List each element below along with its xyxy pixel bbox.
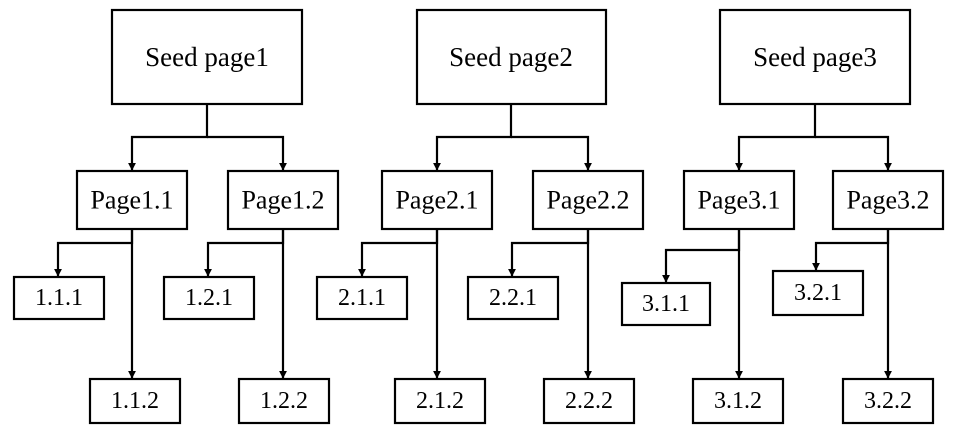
edge-page2-1-to-2-1-1 (358, 230, 439, 277)
leaf-2-2-2-label: 2.2.2 (565, 388, 613, 414)
seed-page-1-node: Seed page1 (110, 8, 304, 106)
tree-3: Seed page3 Page3.1 Page3.2 3.1.1 3.1.2 3… (620, 8, 945, 425)
page-2-2-label: Page2.2 (546, 186, 629, 215)
leaf-1-2-2-node: 1.2.2 (237, 377, 331, 425)
leaf-3-2-2-node: 3.2.2 (841, 377, 935, 425)
leaf-2-2-1-node: 2.2.1 (466, 275, 560, 321)
leaf-3-2-2-label: 3.2.2 (864, 388, 912, 414)
edge-seed2-to-page2-1 (433, 104, 513, 171)
page-1-1-node: Page1.1 (75, 169, 189, 231)
leaf-2-1-1-node: 2.1.1 (315, 275, 409, 321)
page-2-2-node: Page2.2 (531, 169, 645, 231)
edge-page3-1-to-3-1-1 (662, 230, 741, 283)
page-2-1-node: Page2.1 (380, 169, 494, 231)
leaf-1-2-2-label: 1.2.2 (260, 388, 308, 414)
seed-page-2-node: Seed page2 (415, 8, 608, 106)
seed-page-2-label: Seed page2 (449, 42, 573, 72)
leaf-2-2-2-node: 2.2.2 (542, 377, 636, 425)
leaf-1-1-2-node: 1.1.2 (88, 377, 182, 425)
page-3-2-node: Page3.2 (831, 169, 945, 231)
edge-seed1-to-page1-1 (128, 104, 209, 171)
edge-page1-2-to-1-2-1 (204, 230, 285, 277)
leaf-3-2-1-node: 3.2.1 (771, 269, 865, 317)
page-1-2-node: Page1.2 (226, 169, 340, 231)
leaf-2-1-2-label: 2.1.2 (416, 388, 464, 414)
edge-seed2-to-page2-2 (511, 135, 592, 171)
seed-page-1-label: Seed page1 (145, 42, 269, 72)
edge-seed1-to-page1-2 (207, 135, 287, 171)
tree-1: Seed page1 Page1.1 Page1.2 1.1.1 1.1.2 1… (12, 8, 340, 425)
page-3-2-label: Page3.2 (846, 186, 929, 215)
page-3-1-label: Page3.1 (697, 186, 780, 215)
leaf-1-1-1-node: 1.1.1 (12, 275, 106, 321)
page-2-1-label: Page2.1 (395, 186, 478, 215)
edge-seed3-to-page3-1 (735, 104, 817, 171)
leaf-1-2-1-label: 1.2.1 (185, 285, 233, 311)
page-1-1-label: Page1.1 (90, 186, 173, 215)
leaf-3-1-2-node: 3.1.2 (691, 377, 785, 425)
edge-page2-2-to-2-2-1 (508, 230, 590, 277)
seed-page-3-node: Seed page3 (718, 8, 912, 106)
leaf-2-1-1-label: 2.1.1 (338, 285, 386, 311)
edge-page3-2-to-3-2-1 (812, 230, 890, 271)
edge-page1-1-to-1-1-1 (54, 230, 134, 277)
leaf-3-1-1-label: 3.1.1 (642, 291, 690, 317)
leaf-2-1-2-node: 2.1.2 (393, 377, 487, 425)
page-3-1-node: Page3.1 (682, 169, 796, 231)
leaf-1-1-2-label: 1.1.2 (111, 388, 159, 414)
seed-page-3-label: Seed page3 (753, 42, 877, 72)
leaf-1-2-1-node: 1.2.1 (162, 275, 256, 321)
leaf-1-1-1-label: 1.1.1 (35, 285, 83, 311)
tree-2: Seed page2 Page2.1 Page2.2 2.1.1 2.1.2 2… (315, 8, 645, 425)
leaf-3-1-2-label: 3.1.2 (714, 388, 762, 414)
leaf-3-1-1-node: 3.1.1 (620, 281, 712, 327)
edge-seed3-to-page3-2 (815, 135, 892, 171)
leaf-2-2-1-label: 2.2.1 (489, 285, 537, 311)
leaf-3-2-1-label: 3.2.1 (794, 280, 842, 306)
page-1-2-label: Page1.2 (241, 186, 324, 215)
